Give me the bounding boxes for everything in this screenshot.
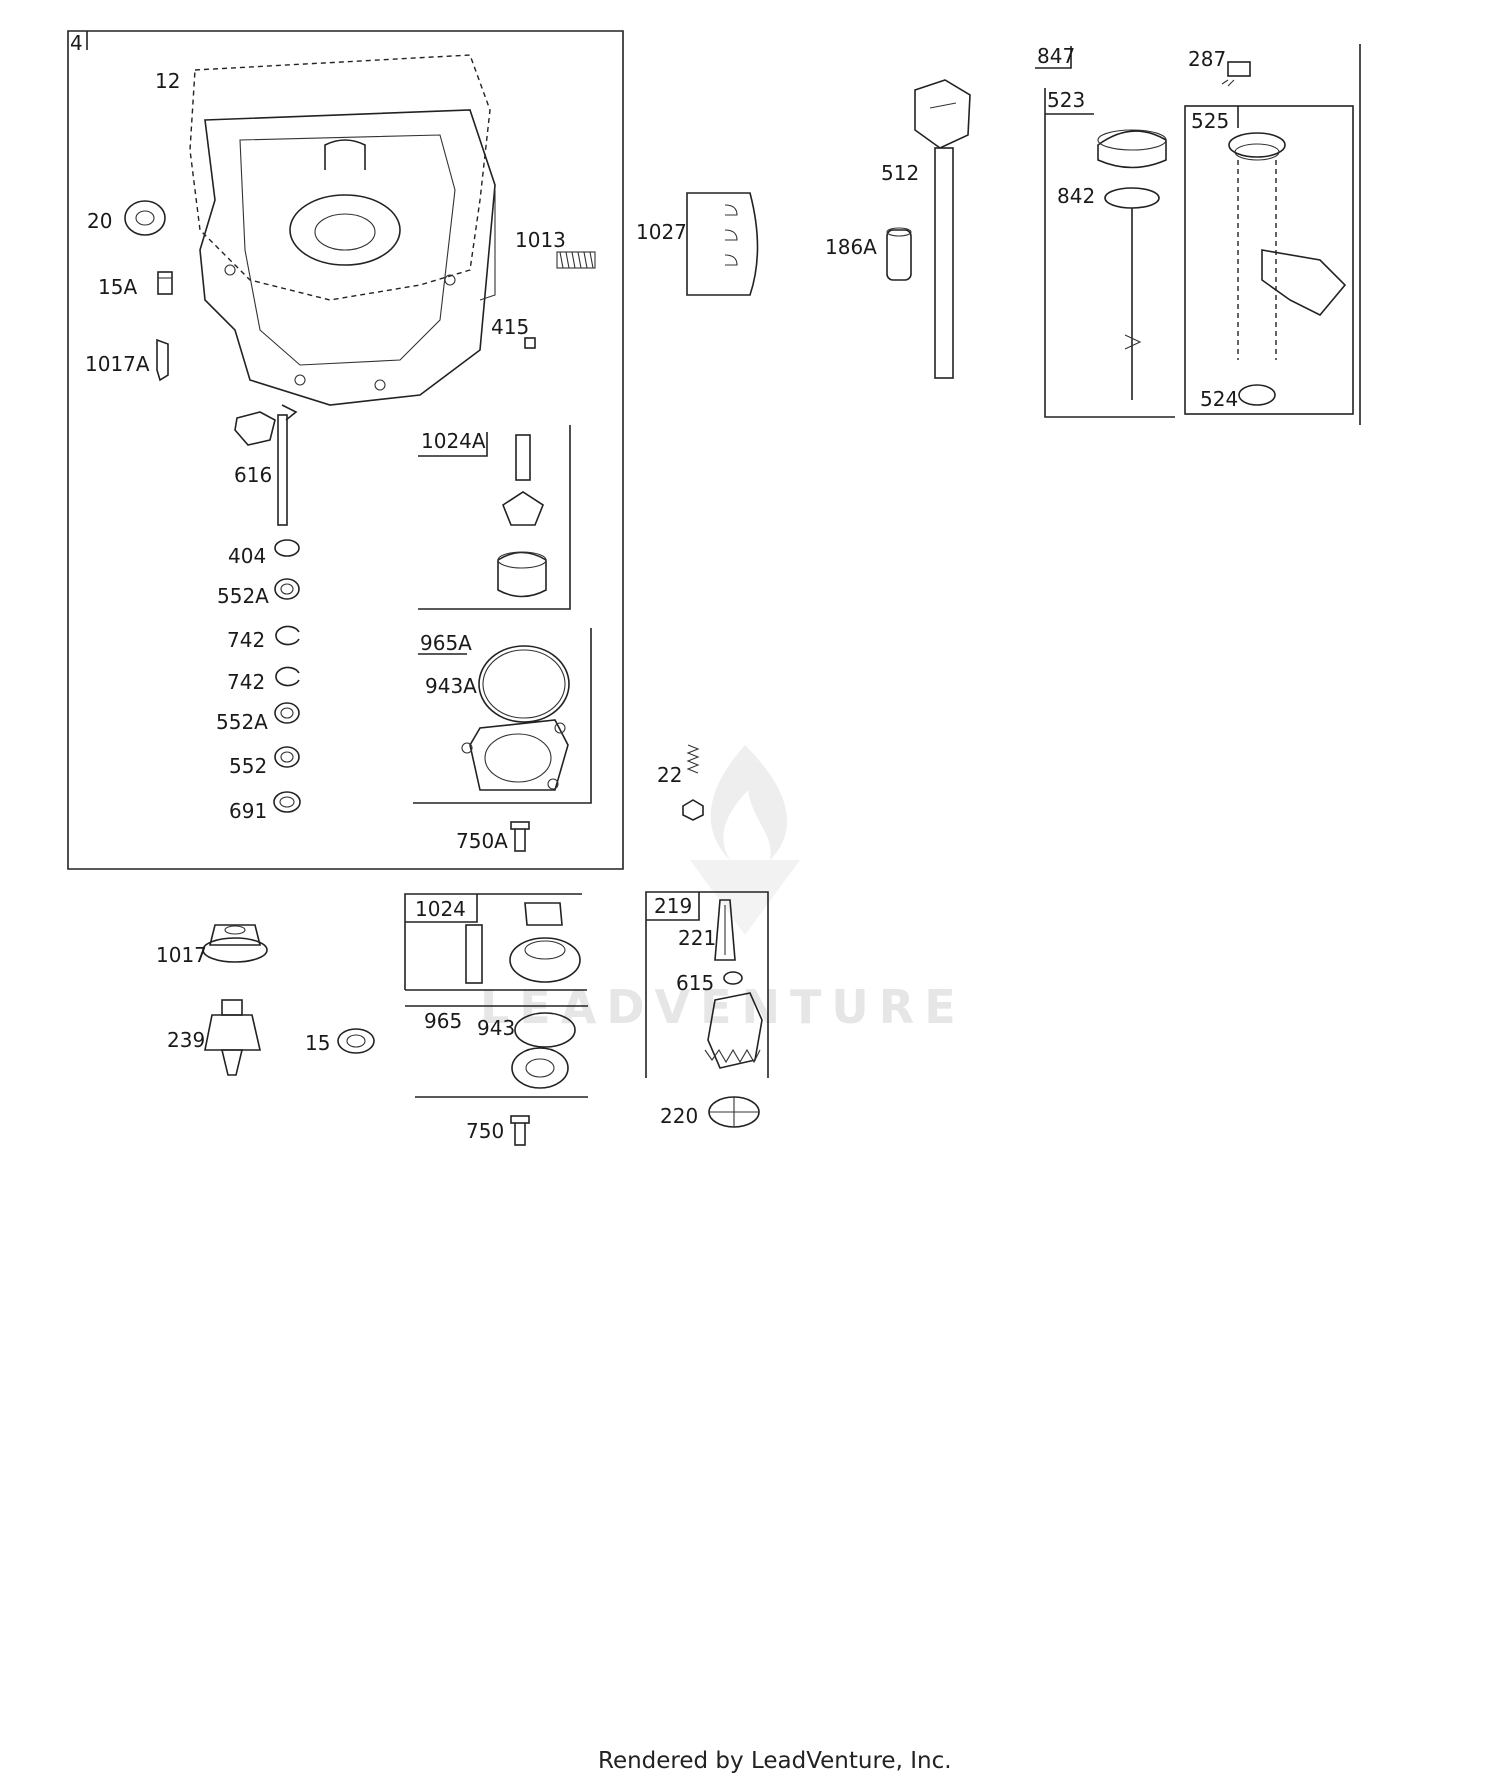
governor-gear-1017-icon xyxy=(202,924,268,963)
grommet-186A-icon xyxy=(886,227,912,281)
part-label-239: 239 xyxy=(167,1028,205,1052)
bolt-750-icon xyxy=(510,1115,530,1146)
group-1024-label: 1024 xyxy=(415,897,466,921)
crankcase-cover-drawing xyxy=(189,54,496,406)
group-847-frame xyxy=(1035,46,1072,69)
part-label-287: 287 xyxy=(1188,47,1226,71)
part-label-15: 15 xyxy=(305,1031,330,1055)
part-label-22: 22 xyxy=(657,763,682,787)
clip-1017A-icon xyxy=(156,338,169,382)
watermark-logo xyxy=(690,745,800,935)
bushing-552A-icon xyxy=(274,578,300,600)
part-label-220: 220 xyxy=(660,1104,698,1128)
bolt-750A-icon xyxy=(510,821,530,852)
part-label-616: 616 xyxy=(234,463,272,487)
part-label-524: 524 xyxy=(1200,387,1238,411)
part-label-552A-2: 552A xyxy=(216,710,268,734)
group-4-label: 4 xyxy=(70,31,83,55)
part-label-750A: 750A xyxy=(456,829,508,853)
seal-691-icon xyxy=(273,791,301,813)
part-label-943A: 943A xyxy=(425,674,477,698)
part-label-615: 615 xyxy=(676,971,714,995)
group-525-frame xyxy=(1184,44,1361,425)
oil-pump-1024A-drawing xyxy=(497,434,547,598)
group-523-frame xyxy=(1044,88,1175,418)
part-label-12: 12 xyxy=(155,69,180,93)
group-1024A-label: 1024A xyxy=(421,429,486,453)
part-label-1017: 1017 xyxy=(156,943,207,967)
part-label-552: 552 xyxy=(229,754,267,778)
dipstick-842-icon xyxy=(1097,129,1167,400)
spring-22-icon xyxy=(682,744,704,821)
group-4-frame xyxy=(67,30,624,870)
dipstick-tube-512-icon xyxy=(914,79,971,379)
washer-615-icon xyxy=(723,971,743,985)
part-label-512: 512 xyxy=(881,161,919,185)
retainer-742-icon xyxy=(275,625,300,646)
group-1024-frame xyxy=(404,893,587,991)
oil-pump-1024-drawing xyxy=(465,902,581,984)
part-label-1027: 1027 xyxy=(636,220,687,244)
group-965A-frame xyxy=(413,628,592,804)
part-label-943: 943 xyxy=(477,1016,515,1040)
part-label-742-1: 742 xyxy=(227,628,265,652)
part-label-415: 415 xyxy=(491,315,529,339)
group-965-frame xyxy=(405,1005,588,1098)
dipstick-tube-525-icon xyxy=(1228,132,1347,406)
oil-filter-1027-icon xyxy=(686,192,759,296)
part-label-15A: 15A xyxy=(98,275,137,299)
part-label-20: 20 xyxy=(87,209,112,233)
group-219-label: 219 xyxy=(654,894,692,918)
part-label-221: 221 xyxy=(678,926,716,950)
group-219-frame xyxy=(645,891,769,1078)
washer-404-icon xyxy=(274,539,300,557)
drain-plug-15A-icon xyxy=(157,271,173,295)
screw-287-icon xyxy=(1221,61,1251,87)
cam-220-icon xyxy=(708,1096,760,1128)
bushing-552-icon xyxy=(274,746,300,768)
part-label-691: 691 xyxy=(229,799,267,823)
group-965A-label: 965A xyxy=(420,631,472,655)
shaft-616-icon xyxy=(234,404,298,526)
bushing-552A-2-icon xyxy=(274,702,300,724)
watermark-text: LEADVENTURE xyxy=(480,980,966,1034)
part-label-404: 404 xyxy=(228,544,266,568)
spring-1013-icon xyxy=(556,251,596,269)
part-label-552A-1: 552A xyxy=(217,584,269,608)
o-ring-943A-icon xyxy=(478,645,570,723)
cover-965-icon xyxy=(511,1047,569,1089)
o-ring-943-icon xyxy=(514,1012,576,1048)
part-label-965: 965 xyxy=(424,1009,462,1033)
cover-965A-icon xyxy=(461,719,569,791)
oil-seal-20-icon xyxy=(124,200,166,236)
pin-221-icon xyxy=(714,899,736,961)
part-label-1017A: 1017A xyxy=(85,352,150,376)
oil-filter-adapter-239-icon xyxy=(204,999,262,1076)
group-523-label: 523 xyxy=(1047,88,1085,112)
footer-credit: Rendered by LeadVenture, Inc. xyxy=(598,1748,952,1774)
retainer-742b-icon xyxy=(275,666,300,687)
group-525-label: 525 xyxy=(1191,109,1229,133)
part-label-750: 750 xyxy=(466,1119,504,1143)
bushing-15-icon xyxy=(337,1028,375,1054)
group-847-label: 847 xyxy=(1037,44,1075,68)
part-label-742-2: 742 xyxy=(227,670,265,694)
part-label-186A: 186A xyxy=(825,235,877,259)
part-label-1013: 1013 xyxy=(515,228,566,252)
nut-415-icon xyxy=(524,337,536,349)
gear-219-drawing xyxy=(704,992,763,1069)
group-1024A-frame xyxy=(418,425,571,610)
part-label-842: 842 xyxy=(1057,184,1095,208)
